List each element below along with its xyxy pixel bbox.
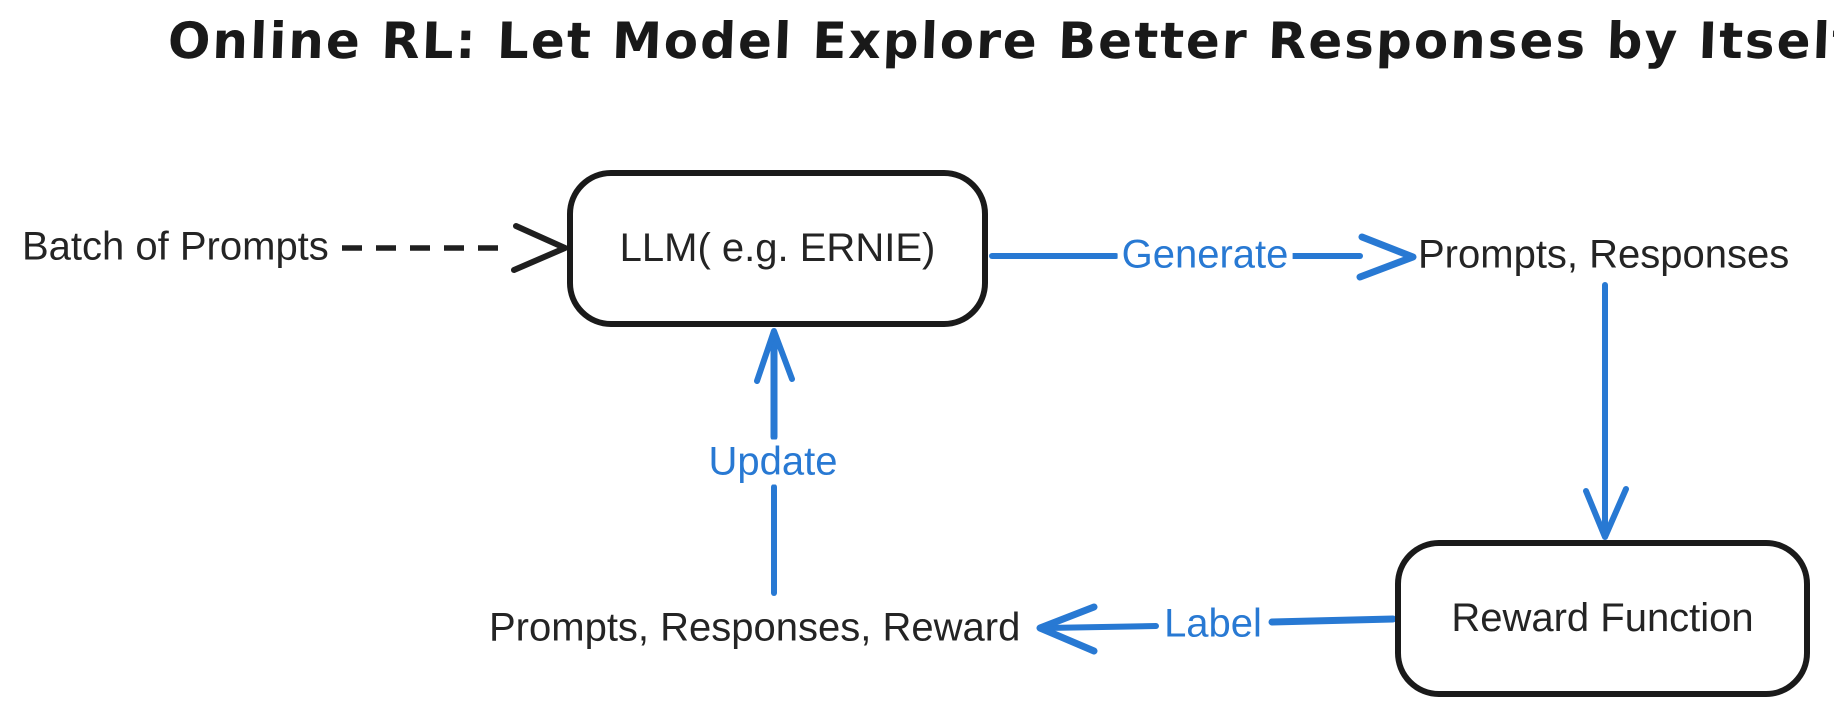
prompts-responses-reward-text: Prompts, Responses, Reward <box>489 605 1021 650</box>
generate-edge-label: Generate <box>1117 232 1293 278</box>
update-arrow <box>754 328 795 596</box>
reward-function-node-label: Reward Function <box>1451 596 1754 640</box>
label-arrow <box>1036 603 1397 655</box>
batch-of-prompts-text: Batch of Prompts <box>22 224 329 269</box>
prompts-responses-text: Prompts, Responses <box>1418 232 1790 277</box>
label-edge-label: Label <box>1160 601 1266 647</box>
batch-to-llm-dashed-arrow <box>342 223 568 273</box>
responses-to-reward-arrow <box>1583 282 1629 540</box>
llm-node-label: LLM( e.g. ERNIE) <box>619 226 936 270</box>
reward-function-node: Reward Function <box>1395 540 1810 697</box>
update-edge-label: Update <box>704 439 842 485</box>
generate-arrow <box>989 233 1417 281</box>
llm-node: LLM( e.g. ERNIE) <box>567 170 988 327</box>
